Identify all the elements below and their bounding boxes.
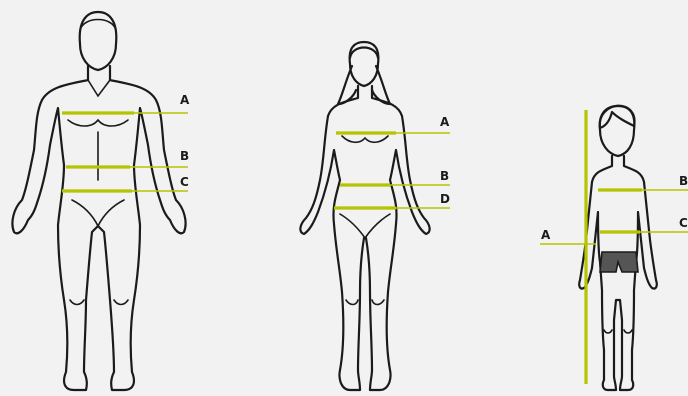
woman-label-b: B bbox=[440, 169, 449, 183]
child-label-c: C bbox=[679, 216, 688, 230]
man-label-c: C bbox=[180, 175, 189, 189]
man-knee-right bbox=[114, 300, 128, 305]
child-knee-right bbox=[624, 330, 632, 333]
woman-hair bbox=[338, 48, 390, 105]
man-label-a: A bbox=[180, 93, 190, 107]
woman-label-d: D bbox=[440, 192, 450, 206]
man-neck-line bbox=[88, 80, 110, 96]
woman-knee-right bbox=[372, 300, 384, 305]
man-hair bbox=[80, 20, 116, 31]
woman-groin-line bbox=[340, 214, 390, 238]
woman-bust-line bbox=[342, 136, 388, 142]
man-label-b: B bbox=[180, 149, 189, 163]
child-hair bbox=[600, 106, 635, 128]
man-knee-left bbox=[70, 300, 84, 305]
woman-knee-left bbox=[346, 300, 358, 305]
child-label-a: A bbox=[541, 228, 551, 242]
child-label-b: B bbox=[679, 174, 688, 188]
man-figure: A B C bbox=[12, 12, 190, 390]
man-groin-line bbox=[72, 200, 124, 226]
child-figure: A B C bbox=[540, 106, 688, 390]
child-knee-left bbox=[604, 330, 612, 333]
woman-figure: A B D bbox=[300, 42, 450, 390]
woman-label-a: A bbox=[440, 115, 450, 129]
child-head bbox=[600, 106, 635, 156]
man-chest-line bbox=[68, 120, 128, 126]
man-head bbox=[80, 12, 117, 70]
child-shorts bbox=[600, 252, 638, 272]
